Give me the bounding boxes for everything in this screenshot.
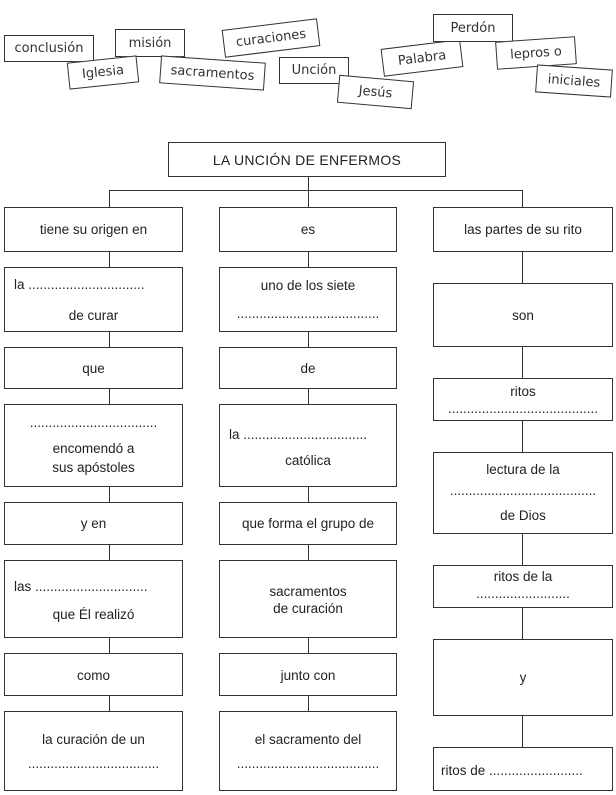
col2-box-sacramento: el sacramento del ......................… <box>219 711 397 791</box>
box-text: y en <box>80 516 107 531</box>
word-card-uncion: Unción <box>279 57 349 84</box>
box-text: la curación de un <box>42 732 145 747</box>
connector-col3-top <box>522 190 523 207</box>
col1-box-realizo: las .............................. que É… <box>4 560 183 638</box>
connector-col2 <box>308 545 309 560</box>
box-text: que Él realizó <box>52 607 135 622</box>
col2-box-junto: junto con <box>219 653 397 696</box>
col2-box-curacion: sacramentos de curación <box>219 560 397 638</box>
box-text: sacramentos <box>269 584 347 599</box>
box-text: uno de los siete <box>260 278 356 293</box>
diagram-title: LA UNCIÓN DE ENFERMOS <box>168 142 446 177</box>
box-text-blank: la ............................... <box>14 277 145 292</box>
box-text: encomendó a <box>52 441 135 456</box>
box-text-blank: ...................................... <box>236 756 380 771</box>
col3-box-son: son <box>433 283 613 347</box>
box-text: ritos <box>510 384 536 399</box>
box-text: tiene su origen en <box>39 222 148 237</box>
col1-box-que: que <box>4 347 183 389</box>
col2-box-grupo: que forma el grupo de <box>219 502 397 545</box>
col1-box-como: como <box>4 653 183 696</box>
col3-box-ritos-de-la: ritos de la ......................... <box>433 565 613 608</box>
connector-col2 <box>308 332 309 347</box>
col2-box-de: de <box>219 347 397 389</box>
word-card-iglesia: Iglesia <box>66 55 140 90</box>
col3-box-partes: las partes de su rito <box>433 207 613 252</box>
box-text: que forma el grupo de <box>241 516 375 531</box>
connector-col1 <box>109 545 110 560</box>
box-text: junto con <box>280 668 336 683</box>
connector-col2 <box>308 487 309 502</box>
connector-col2 <box>308 389 309 404</box>
box-text-blank: .................................. <box>29 415 158 430</box>
box-text: son <box>512 308 534 323</box>
connector-col3 <box>522 534 523 565</box>
box-text-blank: las .............................. <box>14 579 148 594</box>
box-text: el sacramento del <box>254 732 362 747</box>
connector-horizontal <box>109 190 522 191</box>
word-card-curaciones: curaciones <box>221 18 321 58</box>
box-text-blank: ........................................ <box>447 401 599 416</box>
box-text: lectura de la <box>486 462 560 477</box>
connector-col2 <box>308 638 309 653</box>
word-card-mision: misión <box>115 29 185 57</box>
col1-box-encomendo: .................................. encom… <box>4 404 183 487</box>
word-card-perdon: Perdón <box>433 14 513 42</box>
connector-col1 <box>109 389 110 404</box>
connector-col1 <box>109 332 110 347</box>
box-text: como <box>76 668 110 683</box>
col1-box-y-en: y en <box>4 502 183 545</box>
box-text: que <box>82 361 105 376</box>
connector-col1 <box>109 638 110 653</box>
word-card-jesus: Jesús <box>336 74 415 110</box>
connector-col2 <box>308 252 309 267</box>
box-text-blank: ....................................... <box>449 483 597 498</box>
col3-box-y: y <box>433 639 613 716</box>
col3-box-ritos: ritos ..................................… <box>433 378 613 421</box>
connector-col1 <box>109 696 110 711</box>
connector-col1-top <box>109 190 110 207</box>
col3-box-ritos-de: ritos de ......................... <box>433 747 613 791</box>
col2-box-es: es <box>219 207 397 252</box>
connector-title-down <box>308 177 309 190</box>
box-text: de Dios <box>500 508 546 523</box>
col2-box-catolica: la ................................. cat… <box>219 404 397 487</box>
box-text: ritos de la <box>493 569 553 584</box>
box-text: sus apóstoles <box>52 460 135 475</box>
col2-box-siete: uno de los siete .......................… <box>219 267 397 332</box>
box-text: de curar <box>68 308 119 323</box>
col1-box-origin: tiene su origen en <box>4 207 183 252</box>
box-text: las partes de su rito <box>464 222 582 237</box>
word-card-palabra: Palabra <box>380 39 464 77</box>
connector-col3 <box>522 252 523 283</box>
box-text-blank: ...................................... <box>236 306 380 321</box>
box-text-blank: la ................................. <box>229 427 368 442</box>
word-card-sacramentos: sacramentos <box>159 55 266 91</box>
connector-col3 <box>522 716 523 747</box>
connector-col2 <box>308 696 309 711</box>
box-text: de <box>300 361 316 376</box>
word-card-iniciales: iniciales <box>535 64 613 98</box>
box-text-blank: ritos de ......................... <box>441 763 583 778</box>
col1-box-curacion: la curación de un ......................… <box>4 711 183 791</box>
col3-box-lectura: lectura de la ..........................… <box>433 452 613 534</box>
connector-col1 <box>109 487 110 502</box>
connector-col3 <box>522 421 523 452</box>
box-text: de curación <box>273 601 343 616</box>
connector-col3 <box>522 347 523 378</box>
connector-col3 <box>522 608 523 639</box>
box-text-blank: ................................... <box>27 756 160 771</box>
box-text: católica <box>285 453 331 468</box>
box-text-blank: ......................... <box>476 586 570 601</box>
box-text: y <box>519 670 527 685</box>
connector-col2-top <box>308 190 309 207</box>
col1-box-blank-curar: la ............................... de cu… <box>4 267 183 332</box>
connector-col1 <box>109 252 110 267</box>
box-text: es <box>300 222 316 237</box>
word-card-conclusion: conclusión <box>4 35 94 62</box>
